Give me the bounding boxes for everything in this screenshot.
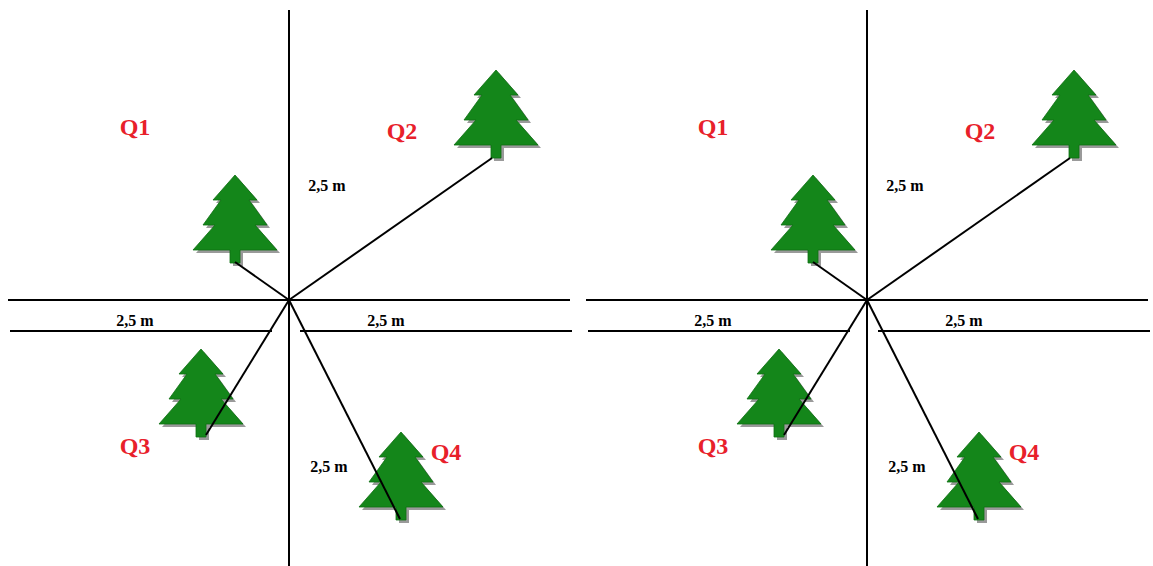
quadrant-label: Q3 (696, 433, 731, 461)
distance-label: 2,5 m (114, 312, 155, 330)
quadrant-label: Q1 (696, 114, 731, 142)
quadrant-label: Q3 (118, 433, 153, 461)
distance-label: 2,5 m (886, 458, 927, 476)
quadrant-label: Q2 (385, 118, 420, 146)
quadrant-label: Q4 (429, 439, 464, 467)
right-panel (586, 10, 1150, 566)
distance-label: 2,5 m (306, 177, 347, 195)
distance-label: 2,5 m (692, 312, 733, 330)
quadrant-label: Q2 (963, 118, 998, 146)
distance-label: 2,5 m (943, 312, 984, 330)
distance-label: 2,5 m (365, 312, 406, 330)
quadrant-label: Q4 (1007, 439, 1042, 467)
left-panel (8, 10, 572, 566)
quadrant-label: Q1 (118, 114, 153, 142)
distance-label: 2,5 m (884, 177, 925, 195)
distance-label: 2,5 m (308, 458, 349, 476)
